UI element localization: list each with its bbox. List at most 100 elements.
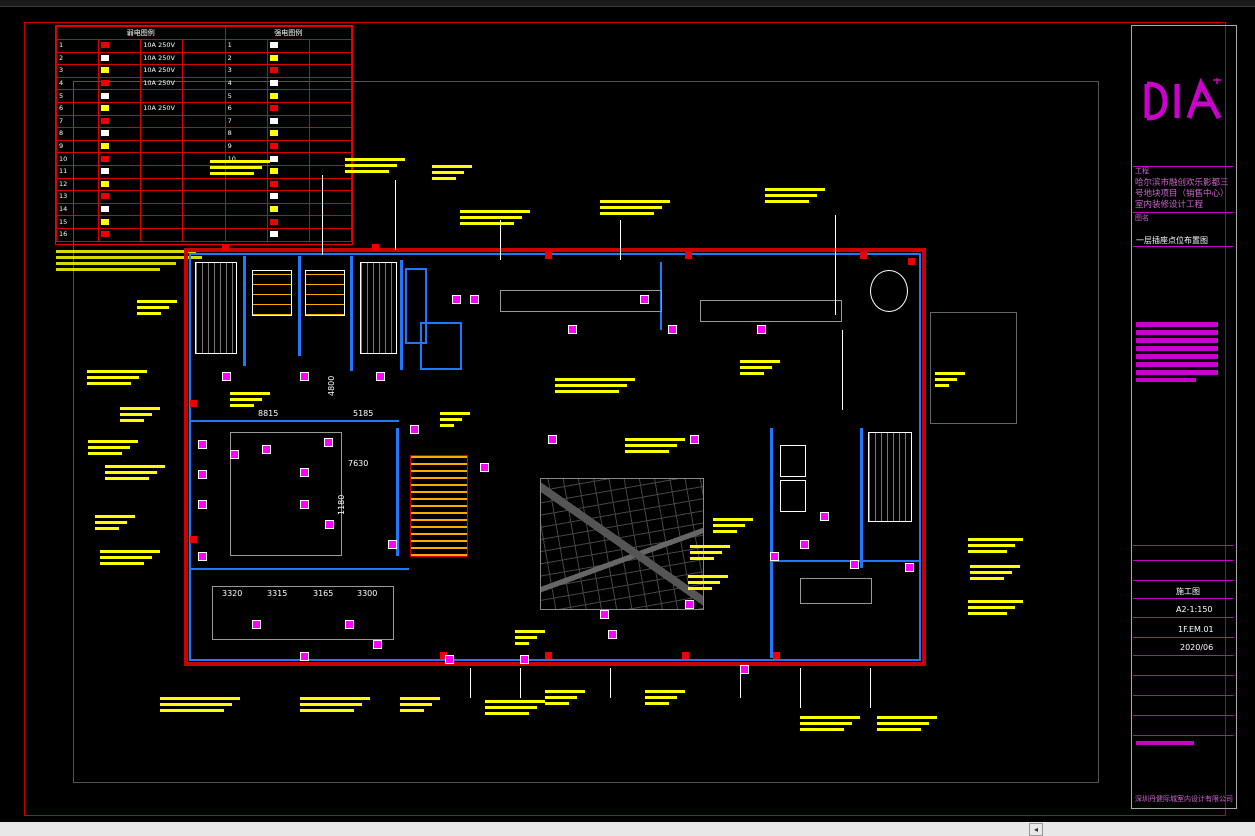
drawing-title: 一层插座点位布置图 xyxy=(1136,236,1208,245)
legend-symbol-icon xyxy=(269,67,278,74)
annotation-text-line xyxy=(210,160,270,163)
legend-cell xyxy=(224,227,268,242)
annotation-text-line xyxy=(485,712,529,715)
legend-cell: 6 xyxy=(224,101,268,116)
legend-symbol-icon xyxy=(101,143,110,150)
socket-marker-icon xyxy=(325,520,334,529)
legend-cell: 1 xyxy=(55,39,100,53)
wall-segment xyxy=(189,420,399,422)
legend-cell xyxy=(140,139,184,154)
dimension-label: 4800 xyxy=(327,375,336,396)
reception-counter xyxy=(500,290,662,312)
annotation-text-line xyxy=(600,206,662,209)
legend-row: 15 xyxy=(55,215,353,229)
socket-marker-icon xyxy=(800,540,809,549)
annotation-text-line xyxy=(100,556,152,559)
annotation-text-line xyxy=(625,450,669,453)
annotation-text-line xyxy=(645,690,685,693)
wall-segment xyxy=(243,256,246,366)
scale-value: A2-1:150 xyxy=(1176,605,1213,614)
annotation-text-line xyxy=(300,697,370,700)
legend-symbol-icon xyxy=(269,80,278,87)
legend-cell: 7 xyxy=(55,114,100,129)
legend-cell xyxy=(140,177,184,192)
shaft xyxy=(405,268,427,344)
annotation-text-line xyxy=(765,200,809,203)
annotation-text-line xyxy=(230,398,262,401)
legend-row: 16 xyxy=(55,227,353,242)
annotation-text-line xyxy=(688,587,712,590)
annotation-text-line xyxy=(100,562,144,565)
socket-marker-icon xyxy=(410,425,419,434)
legend-cell xyxy=(308,202,353,217)
legend-cell: 11 xyxy=(55,164,100,179)
legend-cell xyxy=(182,139,226,154)
annotation-text-line xyxy=(120,407,160,410)
socket-marker-icon xyxy=(445,655,454,664)
legend-cell: 16 xyxy=(55,227,100,242)
legend-cell xyxy=(182,39,226,53)
legend-symbol-icon xyxy=(269,42,278,49)
dimension-label: 3300 xyxy=(357,589,378,598)
socket-marker-icon xyxy=(740,665,749,674)
project-name-line-3: 室内装修设计工程 xyxy=(1135,200,1204,210)
annotation-text-line xyxy=(600,200,670,203)
legend-symbol-icon xyxy=(101,105,110,112)
legend-symbol-icon xyxy=(269,105,278,112)
legend-cell xyxy=(308,101,353,116)
legend-cell xyxy=(224,190,268,204)
status-bar: ◂ xyxy=(0,822,1255,836)
legend-symbol-icon xyxy=(269,231,278,238)
annotation-text-line xyxy=(440,412,470,415)
socket-marker-icon xyxy=(345,620,354,629)
annotation-text-line xyxy=(555,384,627,387)
dimension-label: 7630 xyxy=(348,459,369,468)
annotation-text-line xyxy=(968,612,1007,615)
legend-cell: 2 xyxy=(55,51,100,66)
legend-symbol-icon xyxy=(269,117,278,124)
legend-cell: 10 xyxy=(55,152,100,166)
annotation-text-line xyxy=(968,550,1007,553)
legend-symbol-icon xyxy=(269,54,278,61)
legend-cell: 4 xyxy=(55,76,100,91)
legend-symbol-icon xyxy=(101,54,110,61)
socket-marker-icon xyxy=(252,620,261,629)
annotation-text-line xyxy=(87,370,147,373)
dimension-label: 3315 xyxy=(267,589,288,598)
legend-cell: 13 xyxy=(55,190,100,204)
annotation-text-line xyxy=(545,696,577,699)
annotation-text-line xyxy=(120,413,152,416)
wall-segment xyxy=(770,560,920,562)
scroll-left-button[interactable]: ◂ xyxy=(1029,823,1043,836)
legend-row: 11 xyxy=(55,164,353,179)
legend-cell xyxy=(182,114,226,129)
socket-marker-icon xyxy=(300,652,309,661)
wall-segment xyxy=(400,260,403,370)
annotation-text-line xyxy=(970,571,1012,574)
drawing-title-label: 图名 xyxy=(1135,214,1149,222)
socket-marker-icon xyxy=(568,325,577,334)
socket-marker-icon xyxy=(685,600,694,609)
annotation-text-line xyxy=(300,709,354,712)
legend-cell xyxy=(224,177,268,192)
annotation-text-line xyxy=(345,158,405,161)
legend-symbol-icon xyxy=(269,168,278,175)
socket-marker-icon xyxy=(690,435,699,444)
socket-marker-icon xyxy=(324,438,333,447)
annotation-text-line xyxy=(935,378,957,381)
legend-cell: 10A 250V xyxy=(140,64,184,78)
legend-row: 13 xyxy=(55,190,353,204)
socket-marker-icon xyxy=(198,500,207,509)
annotation-text-line xyxy=(625,438,685,441)
socket-marker-icon xyxy=(480,463,489,472)
toilet-stalls xyxy=(252,270,292,316)
wall-segment xyxy=(770,428,773,658)
annotation-text-line xyxy=(400,709,424,712)
legend-cell xyxy=(140,227,184,242)
dimension-label: 3320 xyxy=(222,589,243,598)
legend-left-header: 弱电图例 xyxy=(56,26,226,40)
